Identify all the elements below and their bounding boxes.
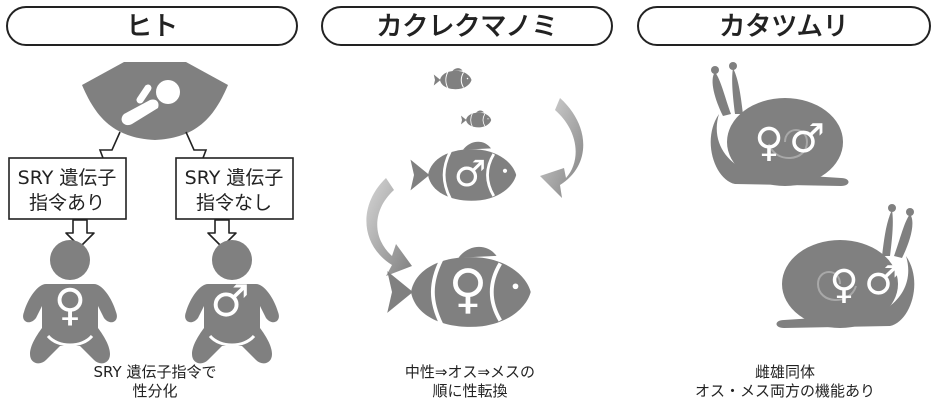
caption-snail-line1: 雌雄同体 bbox=[754, 363, 815, 381]
connector-no bbox=[185, 131, 208, 159]
header-snail: カタツムリ bbox=[637, 6, 931, 46]
female-symbol: ♀ bbox=[449, 258, 488, 320]
cycle-arrow-icon bbox=[366, 178, 412, 276]
caption-clownfish-line2: 順に性転換 bbox=[432, 382, 508, 400]
signal-box-no-line2: 指令なし bbox=[196, 192, 272, 214]
clownfish-tiny-icon bbox=[460, 110, 492, 128]
caption-human: SRY 遺伝子指令で 性分化 bbox=[20, 363, 290, 401]
caption-human-line2: 性分化 bbox=[132, 382, 178, 400]
signal-box-no: SRY 遺伝子 指令なし bbox=[175, 157, 294, 220]
header-clownfish-title: カクレクマノミ bbox=[376, 12, 557, 42]
male-symbol: ♂ bbox=[864, 258, 900, 304]
baby-male-icon: ♂ bbox=[183, 238, 281, 365]
clownfish-female-icon: ♀ bbox=[385, 244, 533, 329]
signal-box-yes: SRY 遺伝子 指令あり bbox=[8, 157, 127, 220]
header-human: ヒト bbox=[6, 6, 298, 46]
snail-icon: ♀ ♂ bbox=[775, 203, 916, 329]
female-symbol: ♀ bbox=[754, 120, 783, 166]
caption-clownfish-line1: 中性⇒オス⇒メスの bbox=[404, 363, 536, 381]
caption-clownfish: 中性⇒オス⇒メスの 順に性転換 bbox=[335, 363, 605, 401]
header-human-title: ヒト bbox=[126, 12, 178, 42]
signal-box-yes-line1: SRY 遺伝子 bbox=[18, 167, 117, 189]
snail-icon: ♀ ♂ bbox=[709, 61, 850, 187]
caption-human-line1: SRY 遺伝子指令で bbox=[93, 363, 217, 381]
header-clownfish: カクレクマノミ bbox=[321, 6, 613, 46]
caption-snail: 雌雄同体 オス・メス両方の機能あり bbox=[650, 363, 920, 401]
male-symbol: ♂ bbox=[454, 152, 487, 195]
signal-box-no-line1: SRY 遺伝子 bbox=[185, 167, 284, 189]
connector-yes bbox=[98, 131, 121, 159]
caption-snail-line2: オス・メス両方の機能あり bbox=[694, 382, 875, 400]
clownfish-male-icon: ♂ bbox=[409, 140, 518, 203]
male-symbol: ♂ bbox=[789, 116, 825, 162]
female-symbol: ♀ bbox=[54, 280, 86, 331]
ultrasound-scan-icon bbox=[82, 62, 228, 140]
cycle-arrow-icon bbox=[540, 98, 584, 198]
signal-box-yes-line2: 指令あり bbox=[29, 192, 105, 214]
male-symbol: ♂ bbox=[210, 276, 249, 327]
baby-female-icon: ♀ bbox=[21, 238, 119, 365]
header-snail-title: カタツムリ bbox=[719, 12, 848, 42]
clownfish-small-icon bbox=[433, 67, 472, 90]
female-symbol: ♀ bbox=[829, 262, 858, 308]
